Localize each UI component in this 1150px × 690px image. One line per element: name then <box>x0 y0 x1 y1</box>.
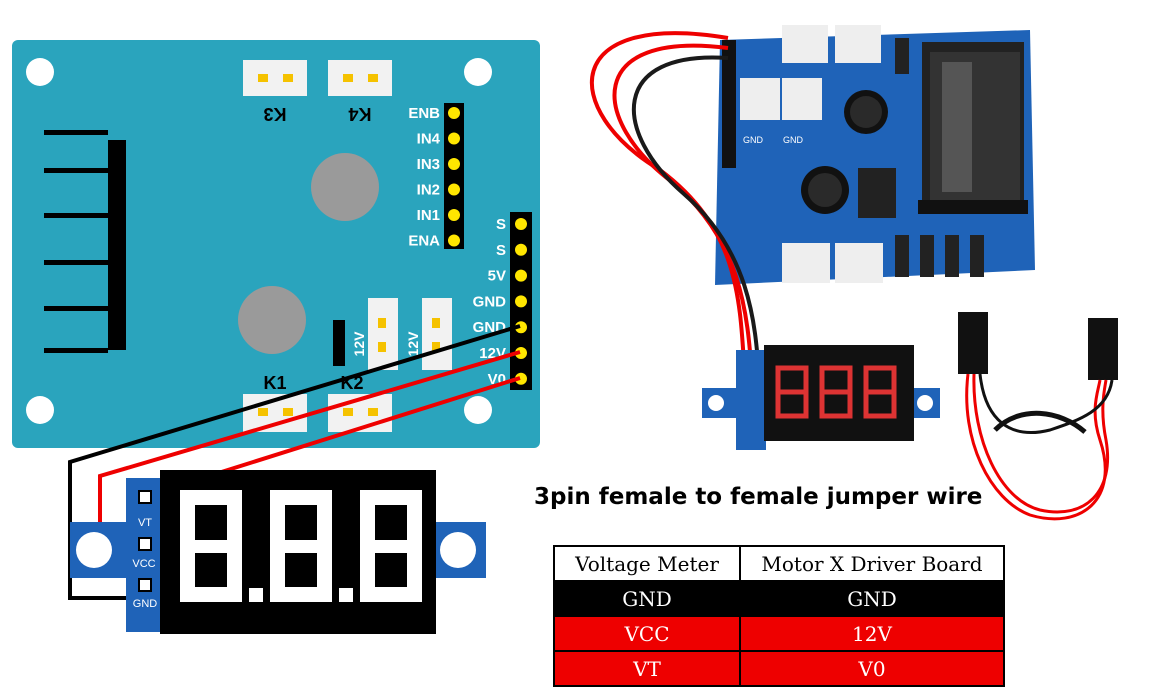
power-pin <box>515 218 527 230</box>
jumper-wire-caption: 3pin female to female jumper wire <box>534 484 983 510</box>
control-label: IN1 <box>417 207 440 224</box>
jumper-block <box>333 320 345 366</box>
power-pin <box>515 269 527 282</box>
header-voltage-meter: Voltage Meter <box>553 545 741 582</box>
voltmeter-photo <box>702 345 940 450</box>
control-pin <box>448 234 460 247</box>
driver-board-photo: GND GND <box>715 25 1035 285</box>
relay-connector-k3 <box>243 60 307 96</box>
cell-meter-vcc: VCC <box>553 615 741 652</box>
power-label: S <box>496 216 506 233</box>
power-label: S <box>496 242 506 259</box>
photo-board-silk-gnd-1: GND <box>743 135 764 145</box>
digit-3 <box>360 490 422 602</box>
jumper-label-2: 12V <box>405 331 421 357</box>
power-label: GND <box>473 293 507 310</box>
photo-wires <box>589 31 761 381</box>
photo-board-silk-gnd-2: GND <box>783 135 804 145</box>
relay-label-k1: K1 <box>263 373 286 393</box>
power-pin <box>515 243 527 256</box>
digit-2 <box>270 490 353 602</box>
voltmeter-illustration: VT VCC GND <box>70 470 486 634</box>
header-driver-board: Motor X Driver Board <box>739 545 1005 582</box>
cell-meter-vt: VT <box>553 650 741 687</box>
connection-table: Voltage Meter Motor X Driver Board GND G… <box>553 545 1005 687</box>
voltmeter-pin-gnd: GND <box>133 598 158 610</box>
control-pin <box>448 183 460 196</box>
digit-1 <box>180 490 263 602</box>
heatsink <box>44 130 126 353</box>
seven-segment-display <box>180 490 422 602</box>
control-label: IN3 <box>417 156 440 173</box>
power-pin <box>515 321 527 334</box>
power-pin <box>515 295 527 308</box>
control-header <box>444 103 464 249</box>
relay-connector-k4 <box>328 60 392 96</box>
control-pin <box>448 132 460 145</box>
table-row: GND GND <box>553 580 1005 617</box>
cell-meter-gnd: GND <box>553 580 741 617</box>
control-label: ENA <box>408 233 440 250</box>
connection-table-header: Voltage Meter Motor X Driver Board <box>553 545 1005 582</box>
voltmeter-pin-vcc: VCC <box>132 558 155 570</box>
power-pin <box>515 347 527 359</box>
capacitor-top <box>311 153 379 221</box>
control-pin <box>448 158 460 170</box>
cell-board-gnd: GND <box>739 580 1005 617</box>
table-row: VCC 12V <box>553 615 1005 652</box>
jumper-label-1: 12V <box>351 331 367 357</box>
jumper-connector-2 <box>422 298 452 370</box>
capacitor-bottom <box>238 286 306 354</box>
power-label: 5V <box>488 268 506 285</box>
photo-display-digits <box>775 365 897 419</box>
cell-board-v0: V0 <box>739 650 1005 687</box>
table-row: VT V0 <box>553 650 1005 687</box>
cell-board-12v: 12V <box>739 615 1005 652</box>
jumper-wire-photo <box>958 312 1118 521</box>
control-pin <box>448 107 460 119</box>
control-pin <box>448 209 460 221</box>
voltmeter-pin-vt: VT <box>138 517 152 529</box>
relay-label-k3: K3 <box>263 104 286 124</box>
jumper-connector-1 <box>368 298 398 370</box>
power-pin <box>515 372 527 385</box>
relay-label-k4: K4 <box>348 104 371 124</box>
control-label: IN4 <box>417 131 441 148</box>
control-label: ENB <box>408 105 440 122</box>
control-label: IN2 <box>417 182 440 199</box>
